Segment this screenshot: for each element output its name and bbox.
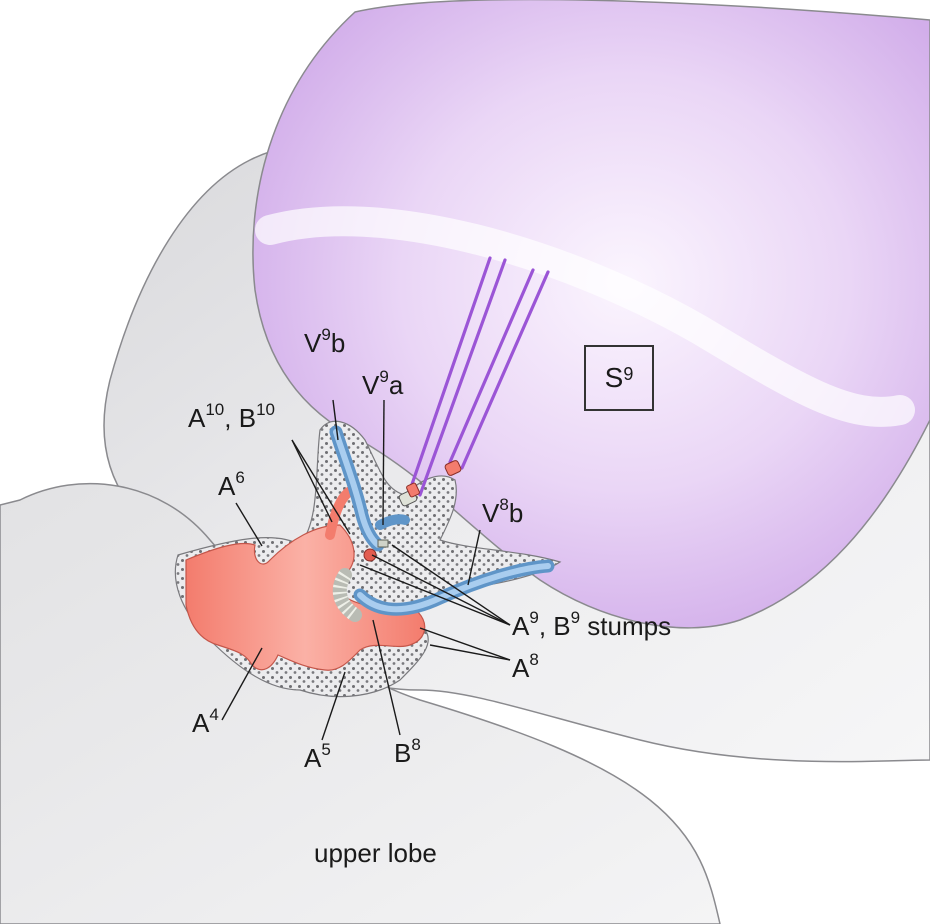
segment-s9-highlight — [255, 206, 915, 427]
a9-stump — [363, 548, 377, 562]
label-v8b: V8b — [482, 495, 524, 528]
bronchus-b8-ribs — [332, 571, 360, 621]
stapler-lines — [408, 256, 550, 497]
label-v9a: V9a — [362, 367, 404, 400]
vein-v9a — [375, 514, 410, 530]
vein-v8b-inner — [357, 563, 551, 613]
pulmonary-artery — [185, 524, 426, 671]
divided-vessel-stumps — [398, 460, 462, 507]
vein-v9b-inner — [333, 429, 381, 548]
label-a8: A8 — [512, 650, 539, 683]
label-a10-b10: A10, B10 — [188, 400, 275, 433]
b9-stump — [377, 539, 389, 548]
label-a6: A6 — [218, 468, 245, 501]
leader-lines — [221, 399, 511, 741]
label-a4: A4 — [192, 705, 219, 738]
label-upper-lobe: upper lobe — [314, 838, 437, 868]
label-b8: B8 — [394, 735, 421, 768]
label-v9b: V9b — [304, 325, 346, 358]
label-a5: A5 — [304, 740, 331, 773]
segment-s9 — [252, 0, 930, 629]
label-a9-b9-stumps: A9, B9 stumps — [512, 608, 672, 641]
